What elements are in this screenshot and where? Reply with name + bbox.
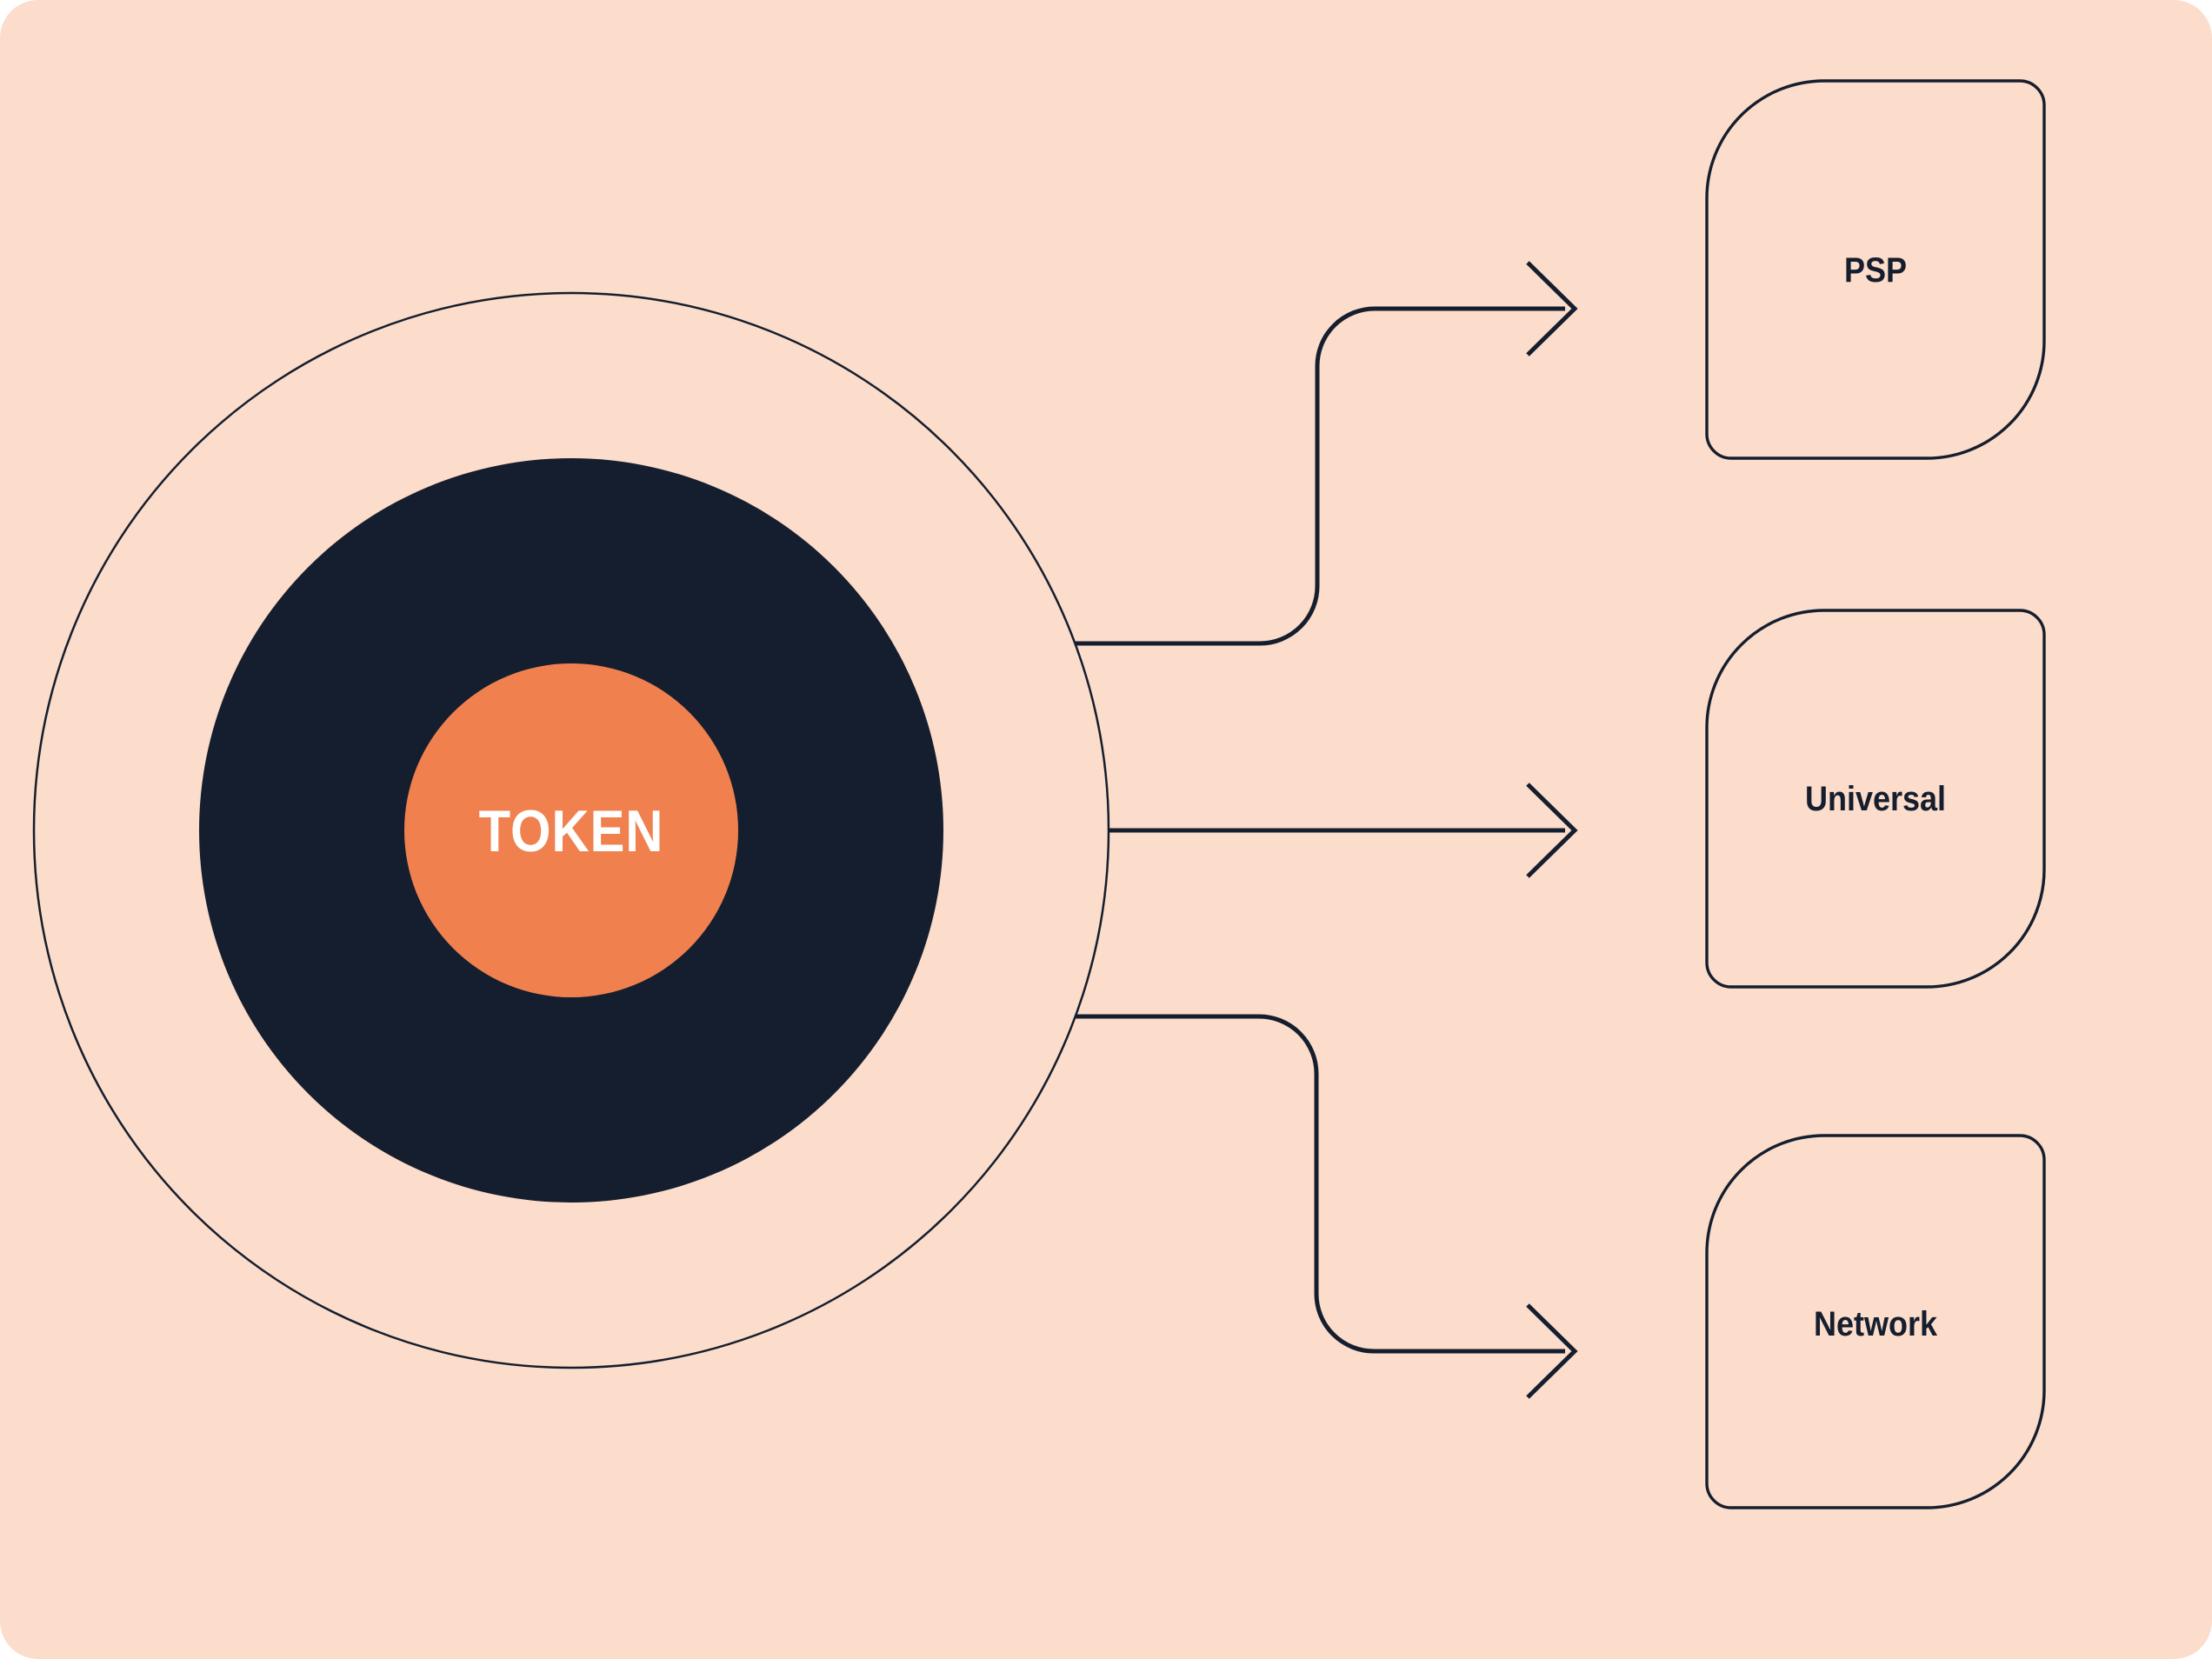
card-network xyxy=(1705,1134,2046,1509)
arrow-top-head-icon xyxy=(1526,261,1578,356)
arrow-bottom-head-icon xyxy=(1526,1303,1578,1399)
token-label: TOKEN xyxy=(479,797,664,863)
card-universal xyxy=(1705,609,2046,989)
card-network-label: Network xyxy=(1814,1305,1938,1343)
token-circle xyxy=(404,663,738,997)
card-psp xyxy=(1705,79,2046,460)
card-psp-label: PSP xyxy=(1844,251,1907,290)
card-universal-label: Universal xyxy=(1805,780,1946,818)
arrow-bottom-line xyxy=(1076,1014,1565,1354)
arrow-middle-head-icon xyxy=(1526,783,1578,878)
arrow-top-line xyxy=(1076,306,1565,646)
